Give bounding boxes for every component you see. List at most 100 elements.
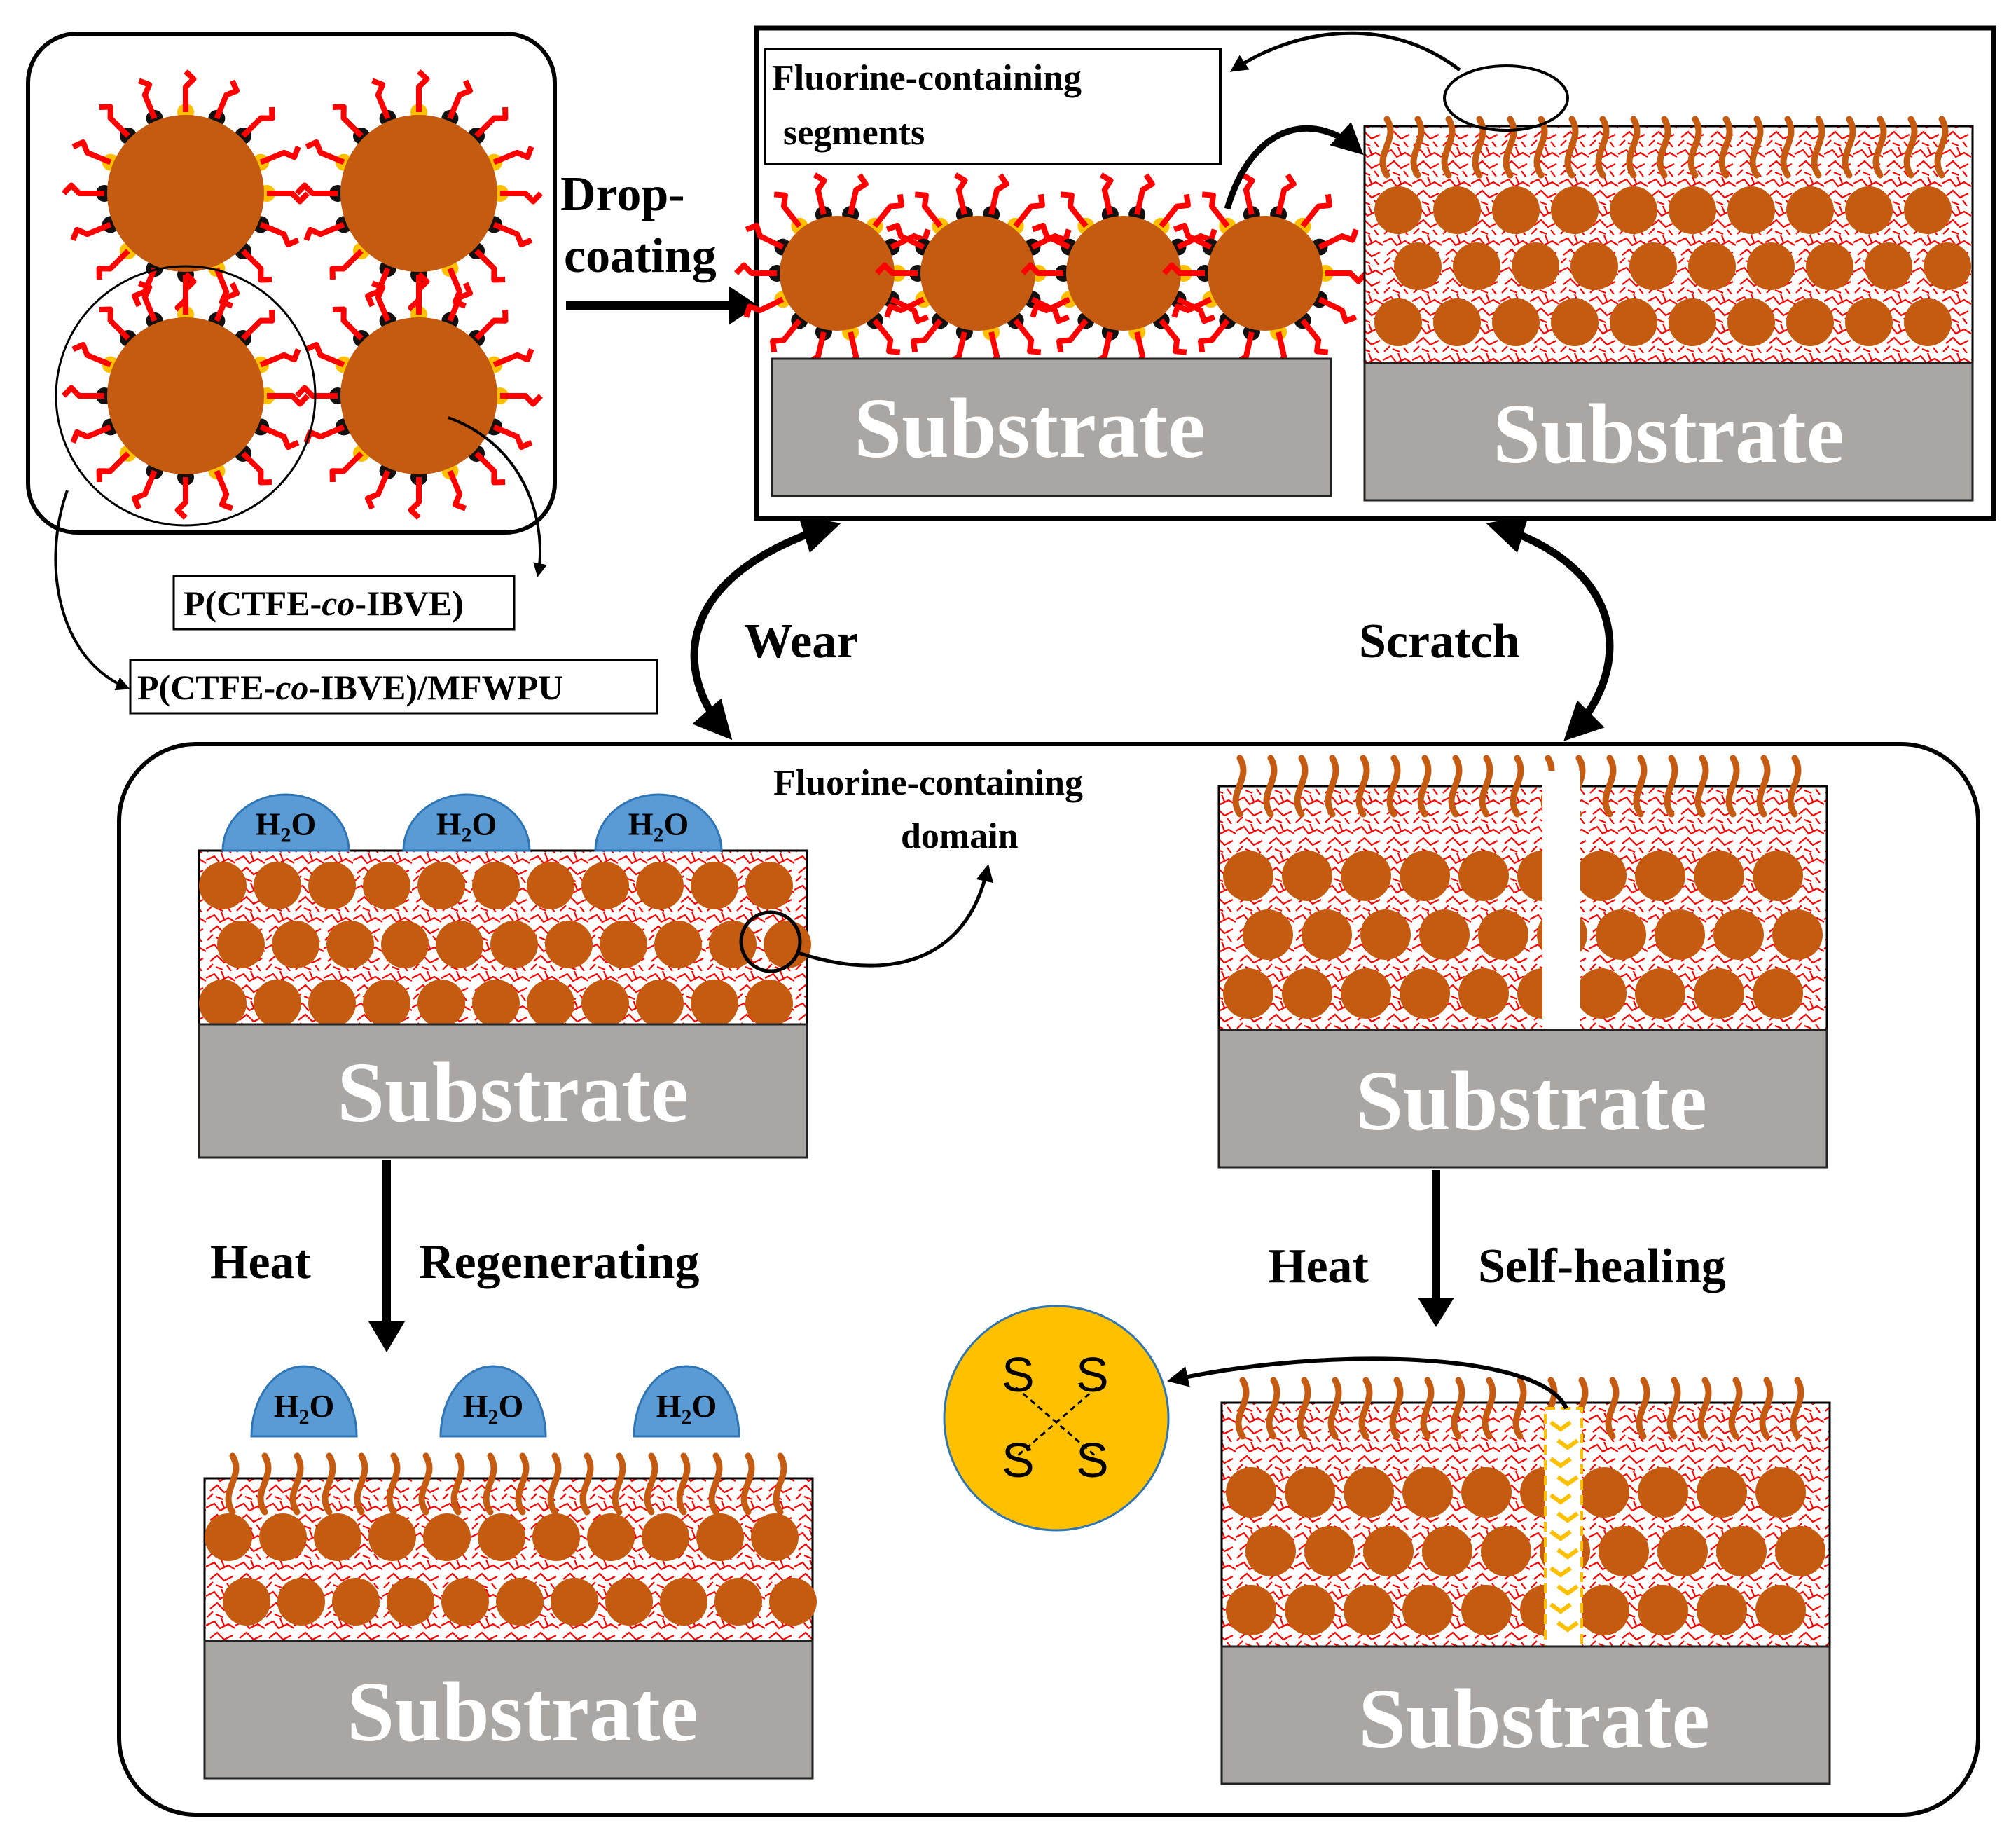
substrate-top-left: [771, 357, 1332, 497]
particle: [1402, 1467, 1453, 1518]
fluorine-chain: [890, 228, 931, 250]
fluorine-chain: [131, 469, 158, 510]
segments-pointer-arrow: [1229, 31, 1461, 72]
water-droplet: [439, 1365, 547, 1438]
water-label: H2O: [256, 806, 317, 847]
disulfide-healed-seam: [1544, 1407, 1583, 1651]
particle: [368, 1513, 416, 1561]
domain-pointer-arrow: [798, 864, 994, 968]
particle: [1282, 968, 1332, 1019]
substrate-healed: [1220, 1645, 1831, 1785]
fluorine-segment: [257, 1452, 272, 1516]
particle: [1865, 242, 1912, 290]
fluorine-segment: [708, 1452, 723, 1516]
particle: [636, 862, 684, 909]
fluorine-segment: [1235, 1377, 1250, 1440]
fluorine-chain: [500, 393, 543, 407]
particle: [1697, 1585, 1747, 1635]
fluorine-segment: [1756, 755, 1771, 818]
fluorine-chain: [1159, 193, 1191, 228]
water-droplet: [402, 793, 531, 852]
particle: [1478, 909, 1528, 960]
particle: [199, 980, 247, 1027]
particle-core: [340, 317, 497, 474]
fluorine-chain: [364, 267, 391, 308]
fluorine-chain: [743, 296, 785, 318]
fluorine-segment: [1355, 755, 1370, 818]
fluorine-segment: [1420, 1377, 1435, 1440]
fluorine-segment: [1510, 755, 1524, 818]
fluorine-chain: [137, 78, 158, 120]
fluorine-segment: [1386, 755, 1401, 818]
water-label: H2O: [656, 1388, 717, 1429]
fluorine-segments-label-2: segments: [783, 113, 925, 153]
particle: [1713, 909, 1764, 960]
fluorine-chain: [773, 191, 802, 228]
fluorine-chain: [890, 296, 930, 324]
particle-core: [1208, 216, 1323, 331]
particle: [441, 1578, 489, 1626]
fluorine-chain: [267, 191, 310, 205]
sulfur-atom-4: S: [1076, 1433, 1109, 1487]
fluorine-chain: [214, 469, 234, 511]
heat-right-label: Heat: [1268, 1239, 1369, 1293]
particle: [496, 1578, 544, 1626]
particle: [1576, 851, 1627, 901]
particle: [1579, 1467, 1629, 1518]
particle: [423, 1513, 471, 1561]
water-droplet: [633, 1365, 740, 1438]
particle: [417, 862, 465, 909]
fluorine-chain: [1030, 296, 1071, 318]
particle: [1845, 186, 1893, 234]
particle: [1374, 186, 1422, 234]
fluorine-chain: [1099, 172, 1114, 216]
disulfide-fragment: [1556, 1475, 1579, 1487]
fluorine-chain: [1056, 318, 1089, 353]
fluorine-segment: [1595, 116, 1610, 179]
particle: [259, 1513, 307, 1561]
fluorine-chain: [371, 280, 391, 322]
fluorine-segment: [1759, 1377, 1774, 1440]
particle: [691, 980, 738, 1027]
fluorine-segment: [1482, 1377, 1496, 1440]
fluorine-chain: [872, 193, 904, 228]
particle: [1753, 851, 1803, 901]
particle: [1433, 186, 1481, 234]
particle: [217, 921, 265, 968]
fluorine-chain: [1318, 228, 1359, 250]
particle: [1285, 1467, 1335, 1518]
fluorine-chain: [371, 78, 391, 120]
fluorine-chain: [295, 182, 338, 196]
particle: [1226, 1467, 1276, 1518]
particle: [527, 980, 574, 1027]
fluorine-chain: [474, 451, 506, 486]
fluorine-chain: [305, 341, 345, 368]
substrate-label-scratched: Substrate: [1355, 1054, 1707, 1148]
particle: [1363, 1526, 1414, 1576]
fluorine-domain-label-1: Fluorine-containing: [773, 763, 1083, 803]
regenerating-arrow-head: [368, 1321, 405, 1352]
fluorine-segment: [1694, 755, 1709, 818]
substrate-label-healed: Substrate: [1358, 1672, 1710, 1766]
worn-layer: [199, 862, 811, 1027]
particle-core: [780, 216, 895, 331]
fluorine-chain: [914, 191, 943, 228]
particle: [581, 862, 629, 909]
water-droplet: [250, 1365, 358, 1438]
fluorine-segment: [1872, 116, 1887, 179]
fluorine-segment: [1503, 116, 1517, 179]
fluorine-segment: [1697, 1377, 1712, 1440]
particle: [1694, 968, 1744, 1019]
heat-left-label: Heat: [210, 1235, 311, 1289]
fluorine-chain: [875, 262, 918, 276]
fluorine-chain: [259, 424, 300, 451]
fluorine-chain: [99, 104, 130, 138]
particle: [472, 862, 520, 909]
particle: [691, 862, 738, 909]
water-label: H2O: [274, 1388, 335, 1429]
particle: [1635, 968, 1685, 1019]
particle: [326, 921, 374, 968]
fluorine-segment: [322, 1452, 336, 1516]
